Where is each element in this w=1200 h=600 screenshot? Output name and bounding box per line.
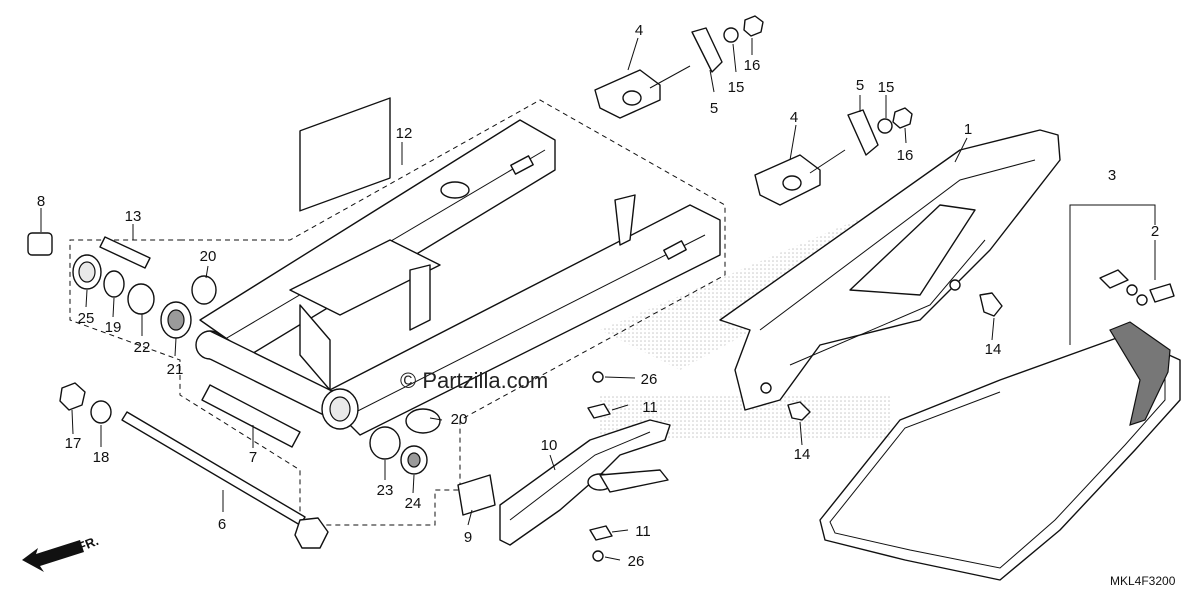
part-label-10: 10 [541,437,558,454]
part-label-5-upper: 5 [710,100,718,117]
part-label-6: 6 [218,516,226,533]
part-label-18: 18 [93,449,110,466]
part-label-15-upper: 15 [728,79,745,96]
chain-adjuster-upper [594,15,764,119]
part-label-15-lower: 15 [878,79,895,96]
part-label-2: 2 [1151,223,1159,240]
part-numbers: 1 2 3 4 4 5 5 6 7 8 9 10 11 11 12 13 14 … [37,22,1159,570]
part-label-26-lower: 26 [628,553,645,570]
part-label-14-lower: 14 [794,446,811,463]
part-label-9: 9 [464,529,472,546]
part-label-11-upper: 11 [642,399,658,416]
part-label-7: 7 [249,449,257,466]
part-label-3: 3 [1108,167,1116,184]
part-label-16-lower: 16 [897,147,914,164]
part-label-20-upper: 20 [200,248,217,265]
part-label-4-upper: 4 [635,22,643,39]
part-label-12: 12 [396,125,413,142]
part-label-13: 13 [125,208,142,225]
part-label-4-lower: 4 [790,109,798,126]
chain-slider [499,371,671,562]
part-label-17: 17 [65,435,82,452]
part-label-5-lower: 5 [856,77,864,94]
part-label-21: 21 [167,361,184,378]
leader-lines [40,37,1156,561]
swingarm [195,97,721,436]
swingarm-group-box [69,99,726,526]
part-label-20-lower: 20 [451,411,468,428]
chain-case [719,129,1061,411]
part-label-23: 23 [377,482,394,499]
bolts-14 [787,292,1003,421]
part-label-24: 24 [405,495,422,512]
front-direction-arrow [22,540,84,572]
drive-chain [819,269,1181,581]
part-label-16-upper: 16 [744,57,761,74]
part-label-25: 25 [78,310,95,327]
part-label-14-upper: 14 [985,341,1002,358]
diagram-code: MKL4F3200 [1110,574,1176,588]
part-label-1: 1 [964,121,972,138]
part-label-8: 8 [37,193,45,210]
front-direction-label: FR. [76,533,101,555]
part-label-11-lower: 11 [635,523,651,540]
part-label-26-upper: 26 [641,371,658,388]
part-label-19: 19 [105,319,122,336]
part-label-22: 22 [134,339,151,356]
pivot-parts [27,232,496,549]
chain-adjuster-lower [754,107,913,206]
watermark-text: © Partzilla.com [400,368,548,393]
